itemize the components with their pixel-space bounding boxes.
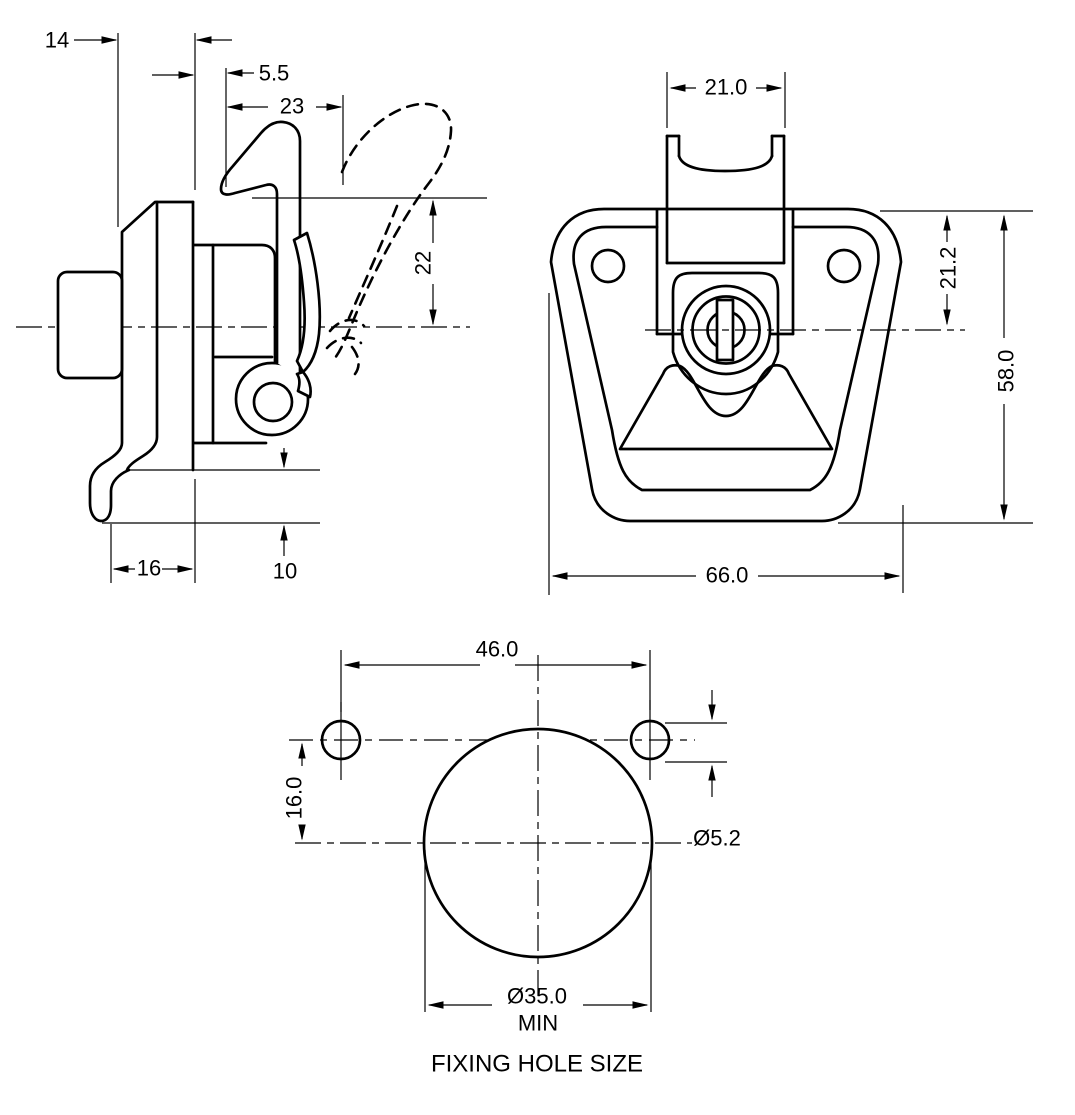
fixing-dim35-min-label: MIN <box>518 1011 558 1036</box>
side-hook-fill <box>221 122 300 377</box>
side-cam-tip <box>295 370 312 399</box>
side-hook-outline <box>219 120 302 379</box>
fixing-dim35-label: Ø35.0 <box>507 984 567 1009</box>
front-mount-hole-left <box>590 248 626 284</box>
side-bezel-inner-edge <box>125 200 159 472</box>
fixing-hole-view: 46.0 16.0 Ø5.2 Ø35.0 MIN FIXING HOLE SIZ… <box>282 637 741 1078</box>
side-dim10-label: 10 <box>273 559 297 584</box>
front-paddle-outline <box>618 363 834 451</box>
side-cam-open-dashed-3 <box>350 345 360 376</box>
side-cam-open-dashed-2 <box>325 336 363 350</box>
side-dim55-label: 5.5 <box>259 61 290 86</box>
side-hook-open-dashed <box>333 102 453 360</box>
front-dim212-label: 21.2 <box>936 247 961 290</box>
side-cylinder-rear <box>56 270 124 380</box>
fixing-dim52-label: Ø5.2 <box>693 826 741 851</box>
side-dim16-label: 16 <box>137 556 161 581</box>
side-dim14-label: 14 <box>45 28 69 53</box>
front-cylinder-pocket <box>671 271 780 396</box>
front-bracket-saddle <box>677 154 774 173</box>
side-cam-open-dashed-1 <box>328 318 366 333</box>
front-view: 21.0 21.2 58.0 66.0 <box>548 72 1033 595</box>
fixing-view-caption: FIXING HOLE SIZE <box>431 1051 643 1078</box>
side-view: 14 5.5 23 22 16 10 <box>16 28 487 584</box>
side-hook-open-inner-dashed <box>347 204 399 320</box>
fixing-dim46-label: 46.0 <box>476 637 519 662</box>
side-bezel-foot-outline <box>88 200 195 523</box>
front-body-outline <box>549 207 903 523</box>
side-dim23-label: 23 <box>280 94 304 119</box>
side-pivot-bore <box>252 381 294 423</box>
front-inner-face <box>572 225 880 492</box>
side-housing-outline <box>192 243 277 366</box>
front-dim21-label: 21.0 <box>705 75 748 100</box>
fixing-dim16-label: 16.0 <box>282 777 307 820</box>
side-dim22-label: 22 <box>411 251 436 275</box>
front-dim58-label: 58.0 <box>994 350 1019 393</box>
front-mount-hole-right <box>826 248 862 284</box>
front-dim66-label: 66.0 <box>706 563 749 588</box>
